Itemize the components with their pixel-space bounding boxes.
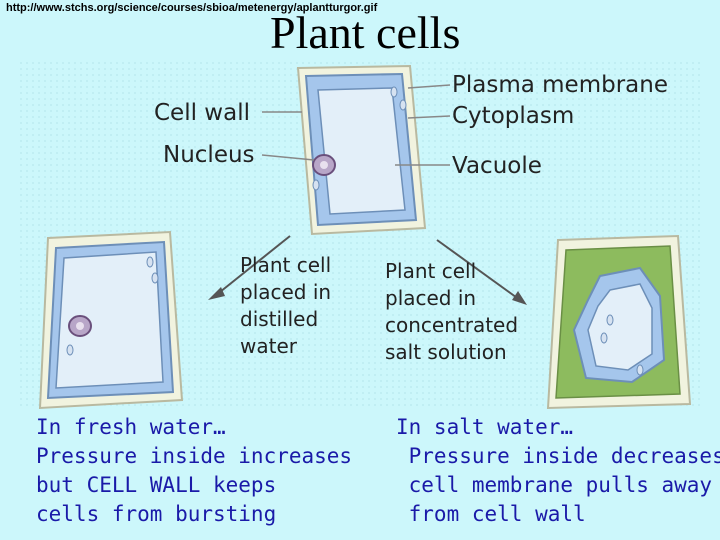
svg-text:salt solution: salt solution <box>385 340 507 364</box>
turgid-cell <box>40 232 182 408</box>
svg-text:Plant cell: Plant cell <box>240 253 331 277</box>
label-vacuole: Vacuole <box>452 153 542 179</box>
vacuole-shape <box>318 88 405 214</box>
plasmolysed-cell <box>548 236 690 408</box>
svg-text:Plant cell: Plant cell <box>385 259 476 283</box>
label-nucleus: Nucleus <box>163 142 255 168</box>
svg-text:placed in: placed in <box>240 280 331 304</box>
caption-fresh-water: In fresh water…Pressure inside increases… <box>36 413 352 529</box>
label-plasma-membrane: Plasma membrane <box>452 72 668 98</box>
nucleolus-shape <box>320 161 328 169</box>
svg-text:placed in: placed in <box>385 286 476 310</box>
svg-text:concentrated: concentrated <box>385 313 518 337</box>
svg-text:water: water <box>240 334 298 358</box>
svg-text:distilled: distilled <box>240 307 318 331</box>
normal-cell <box>298 66 425 234</box>
caption-salt-water: In salt water… Pressure inside decreases… <box>396 413 720 529</box>
label-cytoplasm: Cytoplasm <box>452 103 574 129</box>
label-cell-wall: Cell wall <box>154 100 250 126</box>
